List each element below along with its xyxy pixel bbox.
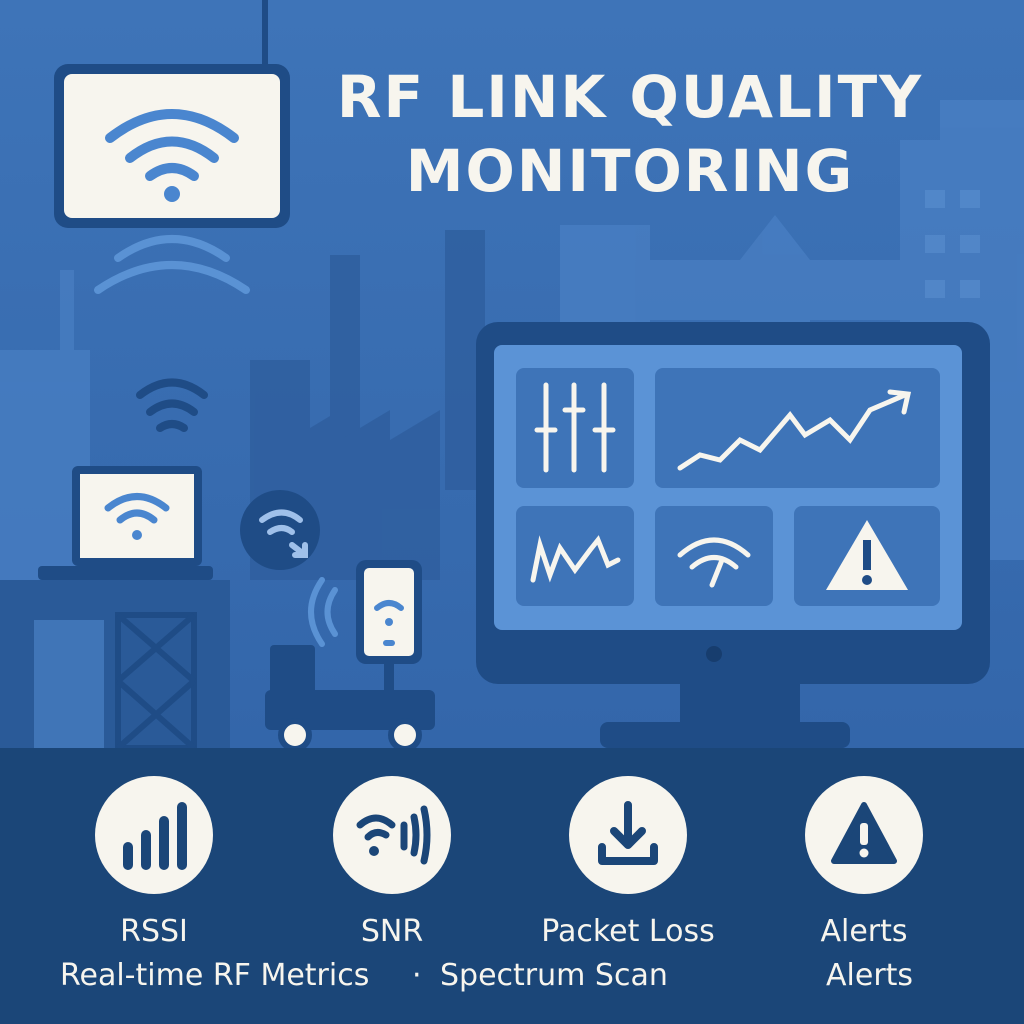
download-icon xyxy=(569,776,687,894)
warning-icon xyxy=(805,776,923,894)
sync-icon xyxy=(240,490,320,570)
page-title: RF LINK QUALITY MONITORING xyxy=(300,60,960,208)
factory xyxy=(250,230,485,580)
wifi-waves xyxy=(94,235,250,432)
dashboard-monitor xyxy=(476,322,990,748)
feature-alerts: Alerts xyxy=(764,776,964,949)
feature-label: SNR xyxy=(360,914,424,949)
wireless-access-point xyxy=(54,0,290,228)
laptop xyxy=(38,466,213,580)
mobile-phone xyxy=(356,560,422,664)
footer-alerts: Alerts xyxy=(826,958,914,993)
title-line-1: RF LINK QUALITY xyxy=(336,63,924,131)
signal-bars-icon xyxy=(95,776,213,894)
footer-realtime-metrics: Real-time RF Metrics xyxy=(60,958,370,993)
feature-snr: SNR xyxy=(292,776,492,949)
title-line-2: MONITORING xyxy=(405,137,855,205)
feature-label: Alerts xyxy=(820,914,908,949)
feature-label: Packet Loss xyxy=(541,914,715,949)
vehicle xyxy=(265,645,435,752)
feature-rssi: RSSI xyxy=(54,776,254,949)
wifi-signal-icon xyxy=(333,776,451,894)
footer-spectrum-scan: Spectrum Scan xyxy=(440,958,668,993)
footer-separator: · xyxy=(412,958,422,993)
feature-label: RSSI xyxy=(120,914,188,949)
feature-packet-loss: Packet Loss xyxy=(528,776,728,949)
